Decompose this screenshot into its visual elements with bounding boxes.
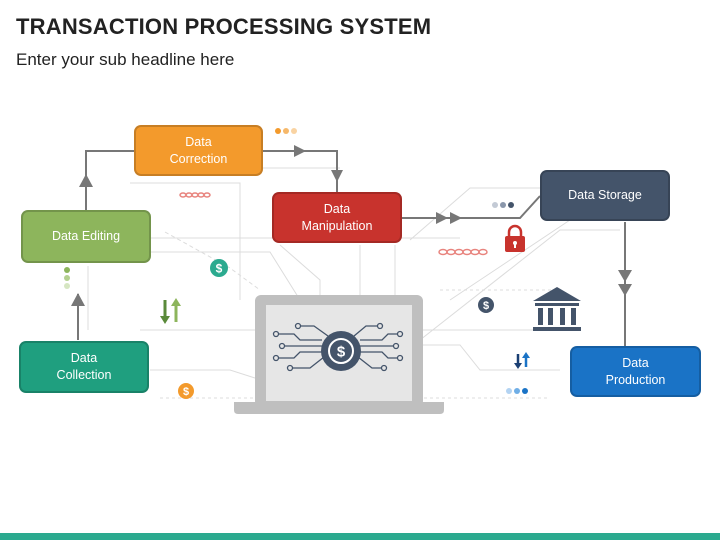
arrowhead-up-editing [79,174,93,187]
node-data-collection: Data Collection [19,341,149,393]
node-label-line2: Collection [56,368,112,382]
dot-cluster-blue [506,388,528,394]
circuit-traces [278,325,398,369]
dollar-badge-icon: $ [210,259,228,277]
laptop-dollar-icon: $ [337,344,346,361]
arrowhead-down-manipulation [331,170,343,182]
dollar-badge-icon: $ [178,383,194,399]
node-label-line2: Correction [169,151,228,166]
arrowhead-down-storage-2 [618,284,632,296]
connector-correction-to-manipulation [263,150,338,192]
connector-editing-to-correction [85,150,134,210]
page-title: TRANSACTION PROCESSING SYSTEM [16,14,432,39]
node-label-line1: Data [323,201,351,216]
node-label-line2: Manipulation [301,218,373,233]
circuit-nodes [272,322,404,372]
page-subtitle: Enter your sub headline here [16,50,235,69]
footer-accent-bar [0,533,720,540]
dollar-badge-glyph: $ [483,300,489,312]
node-label-line1: Data [185,134,212,149]
node-label-line1: Data [622,355,649,370]
dollar-badge-glyph: $ [216,262,223,276]
dot-cluster-green [64,267,70,289]
arrowhead-up-collection [71,293,85,306]
transfer-arrows-icon [160,298,181,324]
arrowhead-down-storage-1 [618,270,632,282]
transfer-arrows-icon [514,352,530,369]
arrowhead-right-manipulation-2 [450,212,462,224]
node-label-line1: Data Editing [51,229,121,243]
connector-manipulation-to-storage [402,195,541,219]
node-data-manipulation: Data Manipulation [272,192,402,243]
node-label-line2: Production [605,372,666,387]
dot-cluster-orange [275,128,297,134]
node-label-line1: Data Storage [568,188,642,202]
node-data-production: Data Production [570,346,701,397]
chain-icon [179,192,211,198]
bank-icon [533,287,581,331]
arrowhead-right-correction [294,145,306,157]
flow-arrowheads [71,145,632,306]
dot-cluster-navy [492,202,514,208]
dollar-badge-icon: $ [478,297,494,313]
chain-icon [438,248,488,256]
coin-inner [328,338,354,364]
arrowhead-right-manipulation-1 [436,212,448,224]
dollar-badge-glyph: $ [183,386,189,398]
node-data-correction: Data Correction [134,125,263,176]
node-data-editing: Data Editing [21,210,151,263]
lock-icon [505,224,525,252]
laptop-icon: $ [234,295,444,414]
node-label-line1: Data [70,351,98,365]
node-data-storage: Data Storage [540,170,670,221]
